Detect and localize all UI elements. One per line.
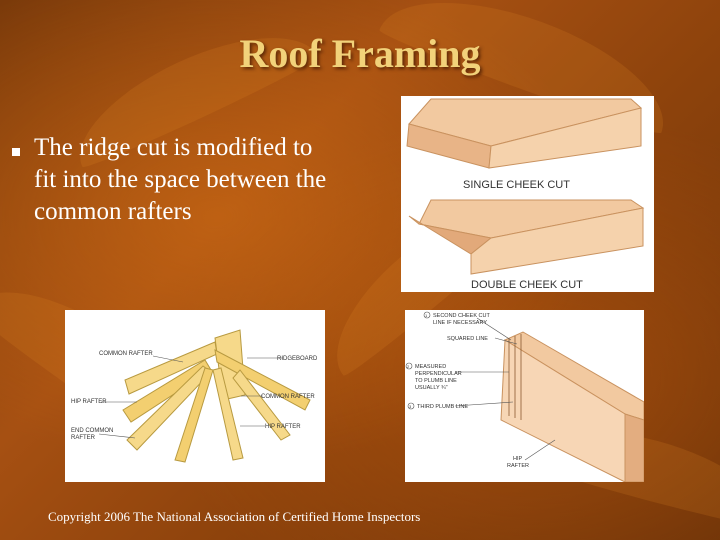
hip-rafter-figure: COMMON RAFTER RIDGEBOARD HIP RAFTER COMM… <box>65 310 325 482</box>
double-cheek-label: DOUBLE CHEEK CUT <box>471 279 583 291</box>
marker-3: 3 <box>409 404 412 409</box>
marker-circle <box>407 402 415 410</box>
marker-circle <box>405 362 413 370</box>
hip-rafter-label-line2: RAFTER <box>507 463 529 469</box>
marker-circle <box>423 311 431 319</box>
plumb-line-figure: 1 2 3 SECOND CHEEK CUT LINE IF NECESSARY… <box>405 310 644 482</box>
hip-rafter-left-label: HIP RAFTER <box>71 399 107 405</box>
hip-rafter-right-label: HIP RAFTER <box>265 424 301 430</box>
squared-line-label: SQUARED LINE <box>447 336 488 342</box>
single-cheek-label: SINGLE CHEEK CUT <box>463 179 570 191</box>
measured-label: MEASURED <box>415 364 446 370</box>
measured-label-line3: TO PLUMB LINE <box>415 378 457 384</box>
hip-rafter-illustration: COMMON RAFTER RIDGEBOARD HIP RAFTER COMM… <box>71 329 318 463</box>
end-common-label-line2: RAFTER <box>71 435 96 441</box>
cheek-cut-illustration: SINGLE CHEEK CUT DOUBLE CHEEK CUT <box>406 98 645 291</box>
bullet-text: The ridge cut is modified to fit into th… <box>34 134 327 225</box>
slide-title: Roof Framing <box>239 31 481 76</box>
cheek-cut-figure: SINGLE CHEEK CUT DOUBLE CHEEK CUT <box>401 96 654 292</box>
third-plumb-label: THIRD PLUMB LINE <box>417 404 468 410</box>
second-cheek-label-line2: LINE IF NECESSARY <box>433 320 487 326</box>
common-rafter-right-label: COMMON RAFTER <box>261 394 315 400</box>
copyright-notice: Copyright 2006 The National Association … <box>48 509 421 524</box>
plumb-line-illustration: 1 2 3 SECOND CHEEK CUT LINE IF NECESSARY… <box>405 311 644 482</box>
bullet-marker <box>12 148 20 156</box>
end-common-label: END COMMON <box>71 428 113 434</box>
measured-label-line2: PERPENDICULAR <box>415 371 462 377</box>
second-cheek-label: SECOND CHEEK CUT <box>433 313 490 319</box>
common-rafter-label: COMMON RAFTER <box>99 351 153 357</box>
measured-label-line4: USUALLY ¾" <box>415 385 448 391</box>
hip-rafter-label: HIP <box>513 456 523 462</box>
marker-2: 2 <box>407 364 410 369</box>
marker-1: 1 <box>425 313 428 318</box>
ridgeboard-label: RIDGEBOARD <box>277 356 318 362</box>
